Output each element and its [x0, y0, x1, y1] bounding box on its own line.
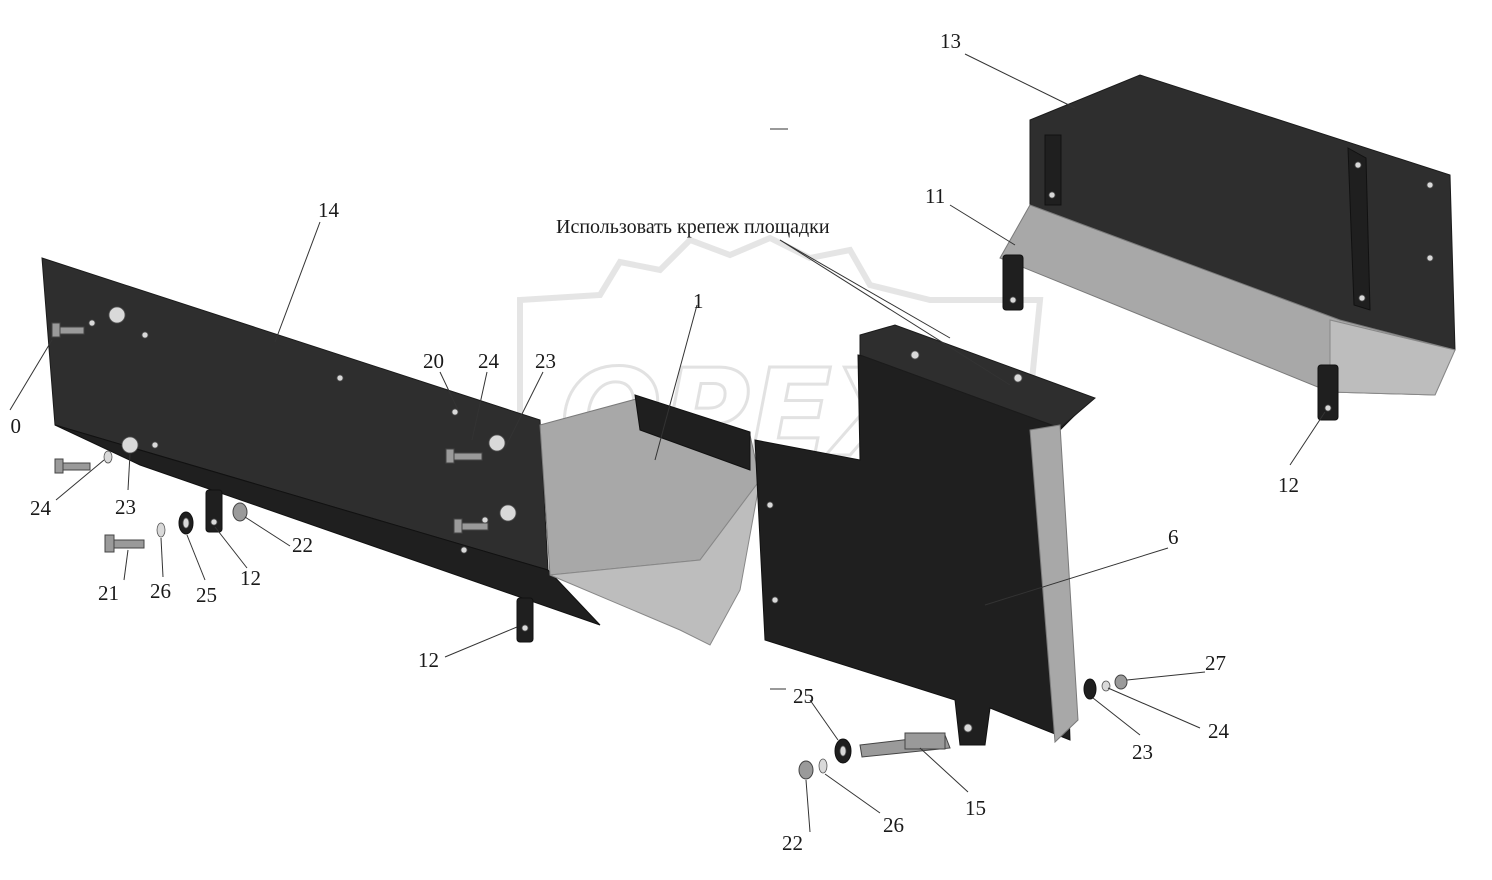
- callout-22: 22: [292, 533, 313, 557]
- callout-13: 13: [940, 29, 961, 53]
- callout-6: 6: [1168, 525, 1179, 549]
- callout-11: 11: [925, 184, 945, 208]
- callout-26: 26: [150, 579, 171, 603]
- callout-25: 25: [196, 583, 217, 607]
- callout-12-bottom: 12: [418, 648, 439, 672]
- callout-24-right: 24: [1208, 719, 1230, 743]
- callout-24: 24: [478, 349, 500, 373]
- callout-15: 15: [965, 796, 986, 820]
- left-fasteners: [54, 450, 248, 553]
- callout-27: 27: [1205, 651, 1226, 675]
- callout-22-right: 22: [782, 831, 803, 855]
- callout-1: 1: [693, 289, 704, 313]
- note-text: Использовать крепеж площадки: [556, 216, 830, 238]
- callout-23-right: 23: [1132, 740, 1153, 764]
- right-fasteners: [798, 674, 1128, 780]
- part-14-side-panel: [41, 257, 601, 643]
- callout-24-left: 24: [30, 496, 52, 520]
- callout-12-left: 12: [240, 566, 261, 590]
- callout-20: 20: [423, 349, 444, 373]
- leader-lines: [9, 53, 1326, 833]
- callout-labels: 13 11 12 14 10 1 20 24 23 24 23 22 21 26…: [0, 29, 1299, 855]
- callout-21: 21: [98, 581, 119, 605]
- callout-23: 23: [535, 349, 556, 373]
- part-13-box-cover: [999, 74, 1456, 421]
- callout-23-left: 23: [115, 495, 136, 519]
- callout-12: 12: [1278, 473, 1299, 497]
- callout-14: 14: [318, 198, 340, 222]
- callout-25-right: 25: [793, 684, 814, 708]
- callout-10: 10: [0, 414, 21, 438]
- part-1-guard: [539, 394, 761, 646]
- callout-26-right: 26: [883, 813, 904, 837]
